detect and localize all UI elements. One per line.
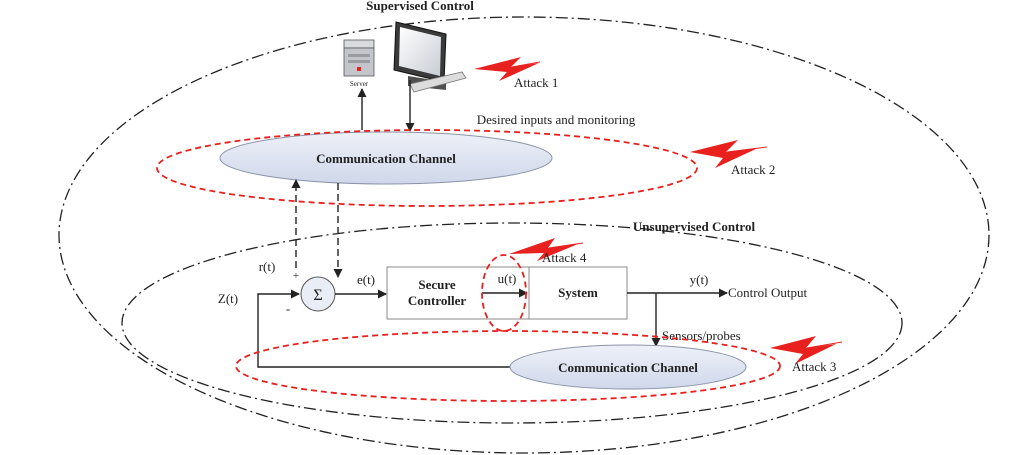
- feedback-line: [257, 289, 510, 368]
- attack-zone-bottom: [235, 330, 781, 402]
- channel-top-label: Communication Channel: [316, 151, 456, 166]
- server-icon: [343, 39, 375, 77]
- channel-bottom-label: Communication Channel: [558, 360, 698, 375]
- channel-bottom-shape: [509, 344, 747, 390]
- system-label: System: [558, 285, 598, 300]
- monitor-icon: [393, 21, 467, 93]
- supervised-boundary: [58, 16, 990, 454]
- lightning-icon: [770, 336, 843, 364]
- channel-top-shape: [219, 131, 553, 185]
- unsupervised-boundary: [121, 222, 903, 424]
- attack-1-label: Attack 1: [514, 75, 558, 90]
- attack-3-label: Attack 3: [792, 359, 836, 374]
- plus-sign: +: [293, 270, 299, 282]
- lightning-icon: [509, 238, 584, 261]
- supervised-title: Supervised Control: [366, 0, 474, 13]
- attack-zone-u: [481, 254, 527, 332]
- z-label: Z(t): [218, 291, 238, 306]
- e-label: e(t): [357, 272, 375, 287]
- lightning-icon: [690, 140, 768, 168]
- u-label: u(t): [498, 271, 517, 286]
- desired-inputs-label: Desired inputs and monitoring: [477, 112, 636, 127]
- r-label: r(t): [259, 259, 276, 274]
- sensors-label: Sensors/probes: [662, 328, 741, 343]
- controller-label-line1: Secure: [418, 277, 456, 292]
- attack-4-label: Attack 4: [542, 250, 587, 265]
- server-label: Server: [350, 80, 369, 88]
- y-label: y(t): [690, 272, 709, 287]
- controller-label-line2: Controller: [408, 293, 466, 308]
- attack-zone-top: [156, 129, 698, 207]
- minus-sign: -: [286, 301, 290, 316]
- lightning-icon: [474, 57, 541, 81]
- unsupervised-title: Unsupervised Control: [633, 219, 756, 234]
- sum-symbol: Σ: [313, 287, 322, 304]
- attack-2-label: Attack 2: [731, 162, 775, 177]
- control-output-label: Control Output: [728, 285, 807, 300]
